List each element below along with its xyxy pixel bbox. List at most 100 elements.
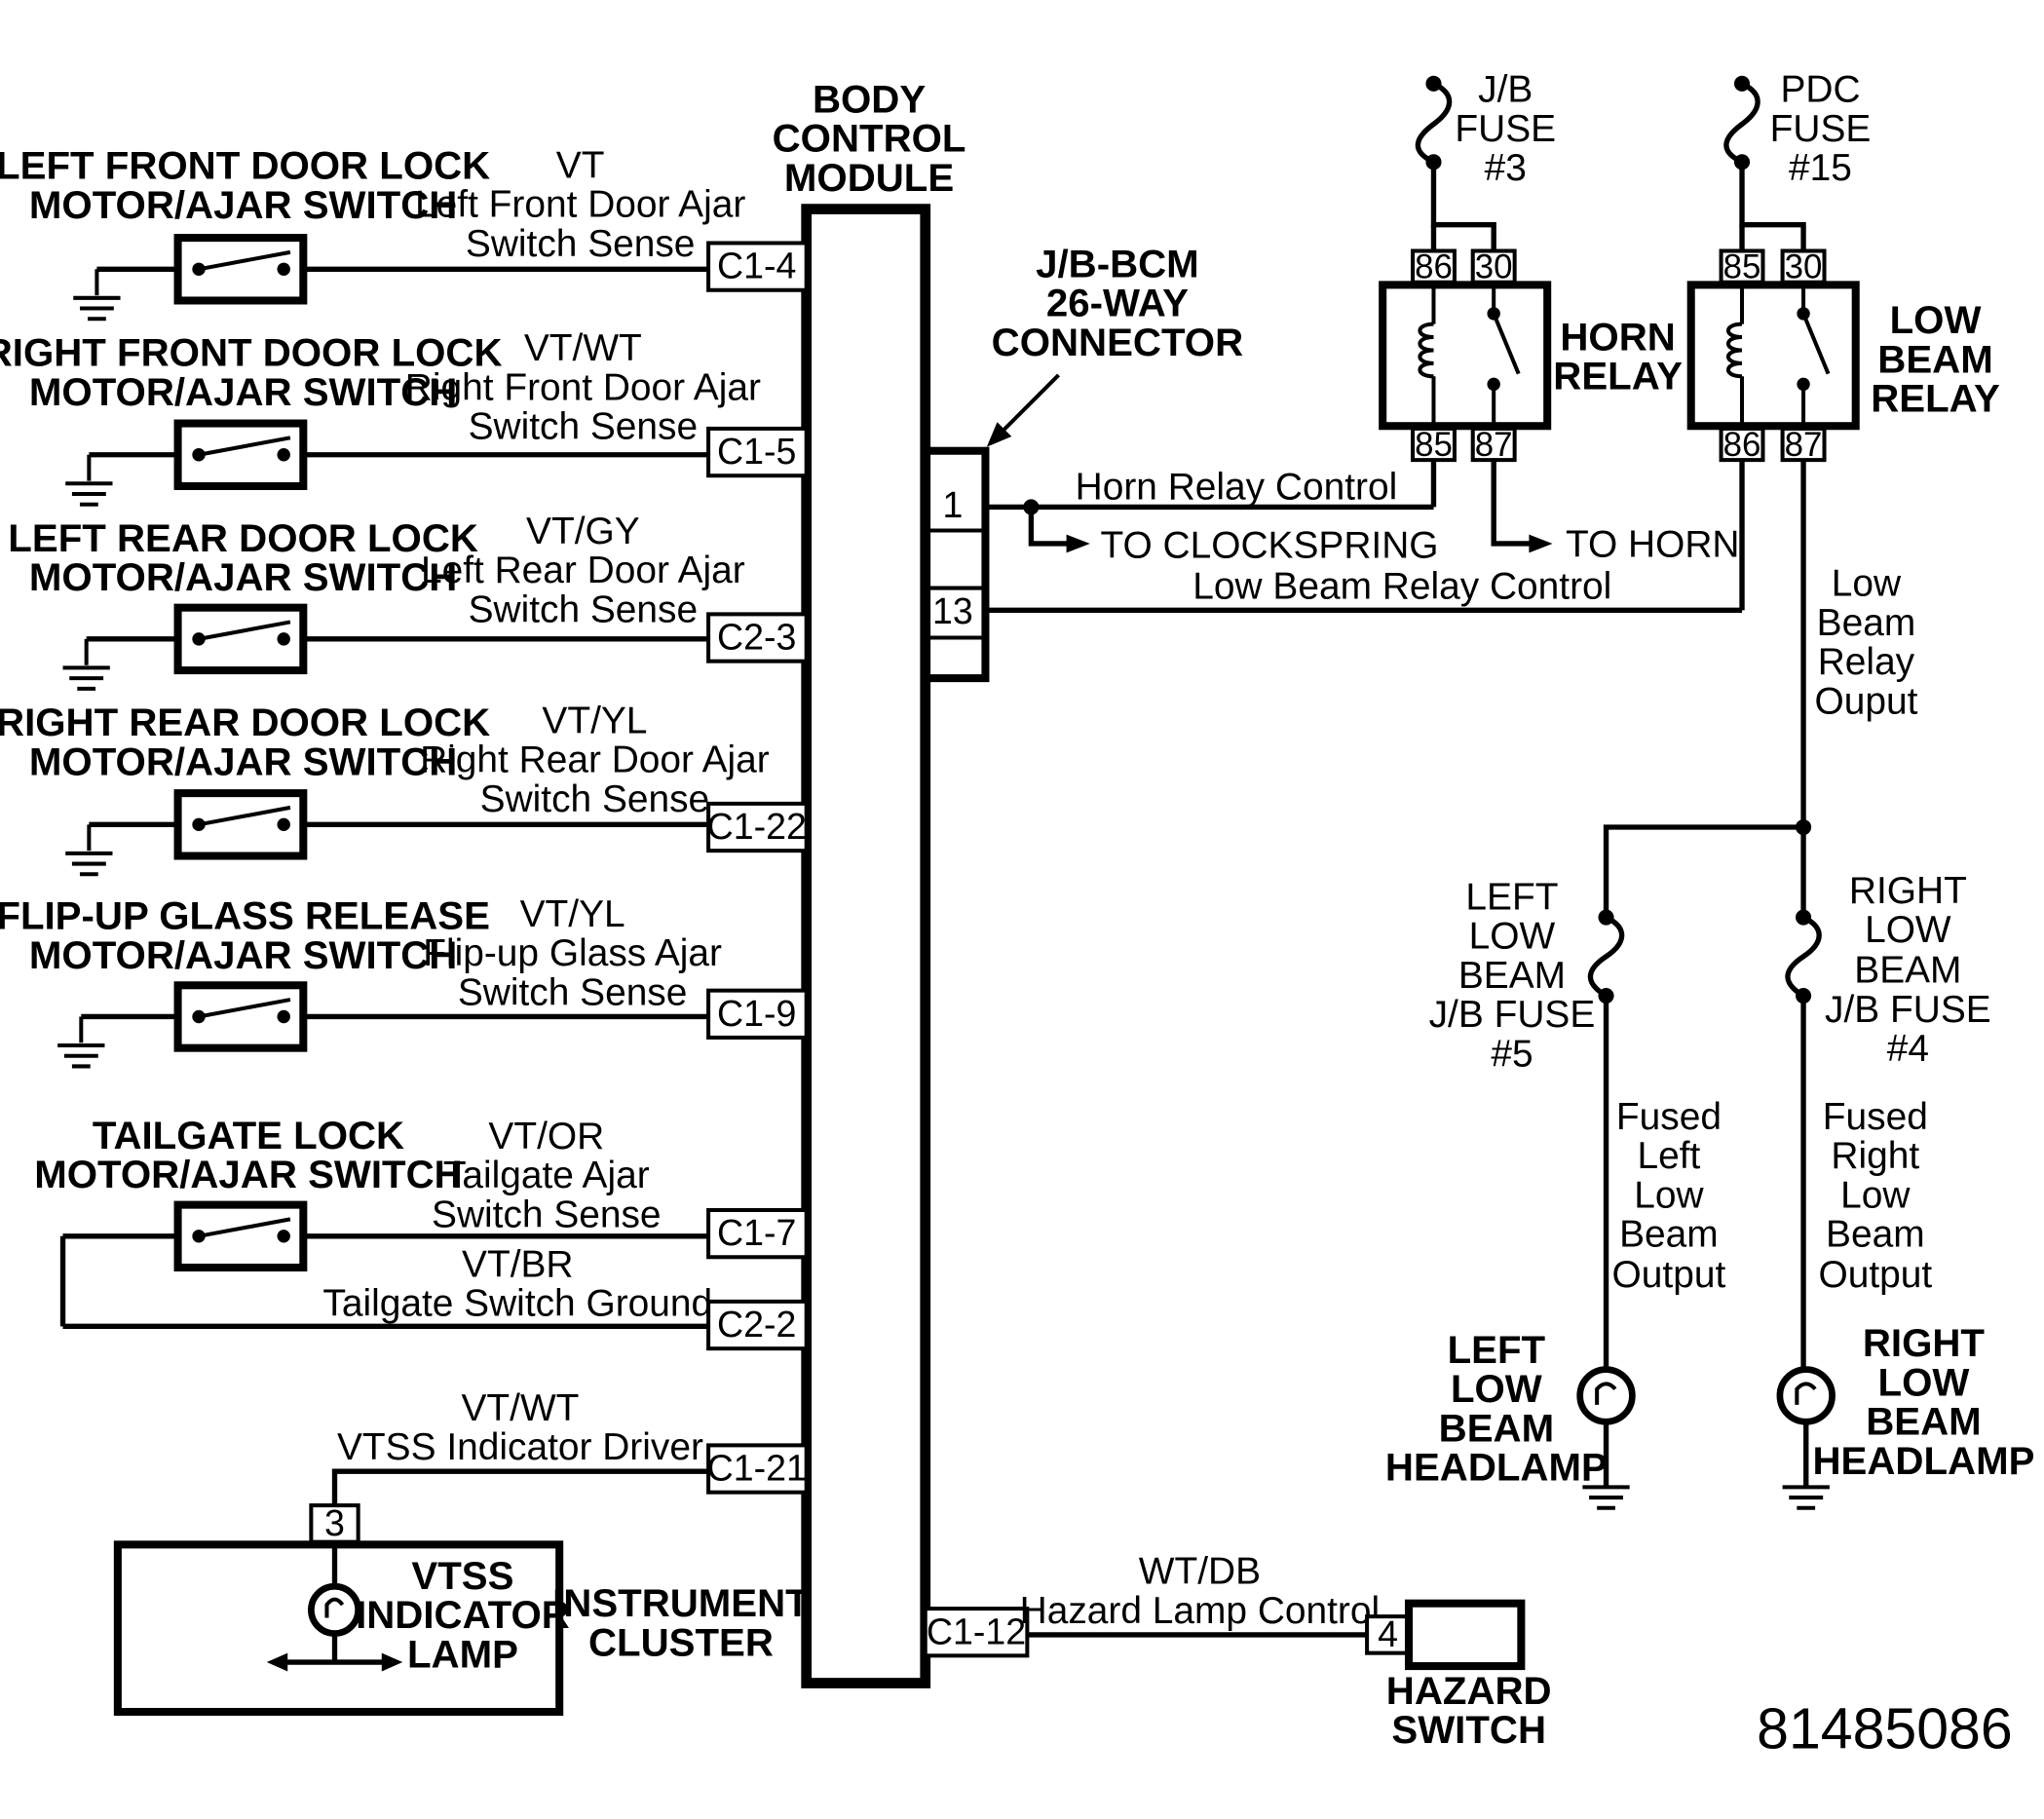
relay-contact-blade xyxy=(1801,313,1831,375)
relay-output-label-line-3: Relay xyxy=(1818,641,1915,683)
bcm-pin-box xyxy=(706,426,809,478)
bcm-pin-label: C2-2 xyxy=(717,1304,796,1345)
bcm-pin-label: C1-9 xyxy=(717,993,796,1034)
body-control-module: BODY CONTROL MODULE xyxy=(773,77,965,1688)
left-headlamp-label-line-3: BEAM xyxy=(1439,1406,1554,1450)
bcm-pin-box xyxy=(923,1607,1030,1658)
switch-contact xyxy=(277,262,290,277)
relay-output-label-line-1: Low xyxy=(1832,563,1902,605)
fused-right-label-line-5: Output xyxy=(1818,1254,1932,1296)
connector-label-line-3: CONNECTOR xyxy=(992,321,1243,364)
ground-wire-color: VT/BR xyxy=(462,1243,573,1285)
headlamp-branches: LEFT LOW BEAM J/B FUSE #5 Fused Left Low… xyxy=(1385,818,2034,1510)
switch-contact xyxy=(277,632,290,646)
fuse-icon xyxy=(1785,915,1822,999)
wire-color: VT/WT xyxy=(524,327,642,369)
right-headlamp-icon xyxy=(1776,1366,1836,1425)
fuse-label-line-2: FUSE xyxy=(1455,108,1556,150)
signal-name-line-1: Right Rear Door Ajar xyxy=(420,739,770,781)
relay-pin-label: 30 xyxy=(1785,248,1823,286)
low-beam-relay-box xyxy=(1686,281,1860,431)
bcm-pin-box xyxy=(706,801,809,853)
indicator-lamp-icon xyxy=(308,1582,362,1637)
right-fuse-label-line-5: #4 xyxy=(1887,1028,1929,1070)
switch-blade xyxy=(198,249,291,272)
switch-name-line-1: TAILGATE LOCK xyxy=(93,1114,404,1157)
switch-left-rear-door: LEFT REAR DOOR LOCK MOTOR/AJAR SWITCH VT… xyxy=(8,511,809,691)
fused-right-label-line-2: Right xyxy=(1831,1135,1919,1177)
bcm-label-line-3: MODULE xyxy=(784,156,954,200)
switch-tailgate: TAILGATE LOCK MOTOR/AJAR SWITCH VT/OR Ta… xyxy=(34,1114,809,1351)
switch-name-line-1: FLIP-UP GLASS RELEASE xyxy=(0,894,490,938)
relay-pin-label: 87 xyxy=(1475,426,1513,464)
instrument-cluster-box xyxy=(113,1540,564,1717)
bcm-pin-label: C1-7 xyxy=(717,1212,796,1253)
horn-relay-label-line-1: HORN xyxy=(1560,315,1675,359)
low-beam-relay-label-line-2: BEAM xyxy=(1877,337,1992,381)
relay-pin-box xyxy=(1411,248,1457,284)
switch-contact xyxy=(192,1009,206,1024)
switch-name-line-2: MOTOR/AJAR SWITCH xyxy=(29,555,457,599)
wire-color: VT/WT xyxy=(462,1387,580,1429)
signal-name-line-1: Tailgate Ajar xyxy=(443,1155,650,1196)
arrow-left-icon xyxy=(266,1652,288,1672)
fused-left-label-line-4: Beam xyxy=(1619,1214,1719,1256)
bcm-pin-box xyxy=(706,988,809,1040)
right-fuse-label-line-4: J/B FUSE xyxy=(1825,989,1991,1031)
switch-name-line-2: MOTOR/AJAR SWITCH xyxy=(34,1153,462,1196)
right-headlamp-label-line-3: BEAM xyxy=(1866,1400,1981,1444)
ground-symbol xyxy=(1782,1485,1830,1510)
ground-symbol xyxy=(62,638,110,691)
fused-left-label-line-5: Output xyxy=(1612,1254,1726,1296)
wire-color: VT xyxy=(556,144,605,186)
switch-name-line-1: RIGHT REAR DOOR LOCK xyxy=(0,701,490,744)
arrow-right-icon xyxy=(381,1652,403,1672)
bcm-pin-label: C1-5 xyxy=(717,431,796,472)
signal-name-line-2: Switch Sense xyxy=(458,971,688,1013)
bcm-pin-label: C1-4 xyxy=(717,246,796,286)
left-fuse-label-line-1: LEFT xyxy=(1465,877,1558,919)
switch-blade xyxy=(198,1217,291,1238)
low-beam-relay-label-line-3: RELAY xyxy=(1871,376,2000,420)
relay-pin-label: 85 xyxy=(1415,426,1453,464)
connector-pin-1: 1 xyxy=(942,484,963,525)
signal-name: Hazard Lamp Control xyxy=(1020,1590,1380,1632)
switch-flip-up-glass: FLIP-UP GLASS RELEASE MOTOR/AJAR SWITCH … xyxy=(0,893,809,1069)
wire xyxy=(1430,162,1496,251)
wire-color: VT/OR xyxy=(488,1116,604,1157)
signal-low-beam-relay-control: Low Beam Relay Control xyxy=(1192,565,1611,607)
hazard-switch-box xyxy=(1404,1599,1526,1671)
relay-output-label-line-2: Beam xyxy=(1817,602,1916,644)
arrow-right-icon xyxy=(1529,534,1553,553)
signal-name-line-1: Left Front Door Ajar xyxy=(415,184,745,226)
right-headlamp-label-line-2: LOW xyxy=(1878,1360,1970,1404)
relay-pin-label: 85 xyxy=(1723,248,1761,286)
signal-name-line-1: Left Rear Door Ajar xyxy=(421,549,745,591)
connector-pin-13: 13 xyxy=(932,590,973,631)
switch-name-line-1: LEFT REAR DOOR LOCK xyxy=(8,516,478,560)
bcm-box xyxy=(801,204,931,1688)
bcm-pin-box xyxy=(706,1207,809,1260)
fused-right-label-line-1: Fused xyxy=(1823,1096,1928,1138)
lamp-label-line-1: VTSS xyxy=(411,1554,513,1598)
lamp-filament xyxy=(1595,1382,1617,1405)
ground-symbol xyxy=(73,269,121,322)
horn-relay-label-line-2: RELAY xyxy=(1553,355,1683,398)
bcm-pin-label: C1-21 xyxy=(707,1448,807,1489)
switch-blade xyxy=(198,436,291,457)
right-headlamp-label-line-1: RIGHT xyxy=(1863,1321,1986,1365)
signal-name-line-1: Right Front Door Ajar xyxy=(405,366,761,408)
bcm-pin-label: C2-3 xyxy=(717,617,796,658)
left-headlamp-label-line-1: LEFT xyxy=(1448,1328,1546,1372)
bcm-pin-box xyxy=(706,241,809,292)
switch-name-line-1: RIGHT FRONT DOOR LOCK xyxy=(0,331,502,375)
right-fuse-label-line-1: RIGHT xyxy=(1849,870,1967,912)
hazard-switch: C1-12 WT/DB Hazard Lamp Control 4 HAZARD… xyxy=(923,1551,1552,1752)
wire xyxy=(1028,507,1070,547)
wire xyxy=(331,1468,709,1506)
cluster-pin-label: 3 xyxy=(324,1502,345,1543)
switch-contact xyxy=(192,817,206,832)
signal-name-line-1: Flip-up Glass Ajar xyxy=(423,932,722,974)
relay-contact-blade xyxy=(1492,313,1521,375)
